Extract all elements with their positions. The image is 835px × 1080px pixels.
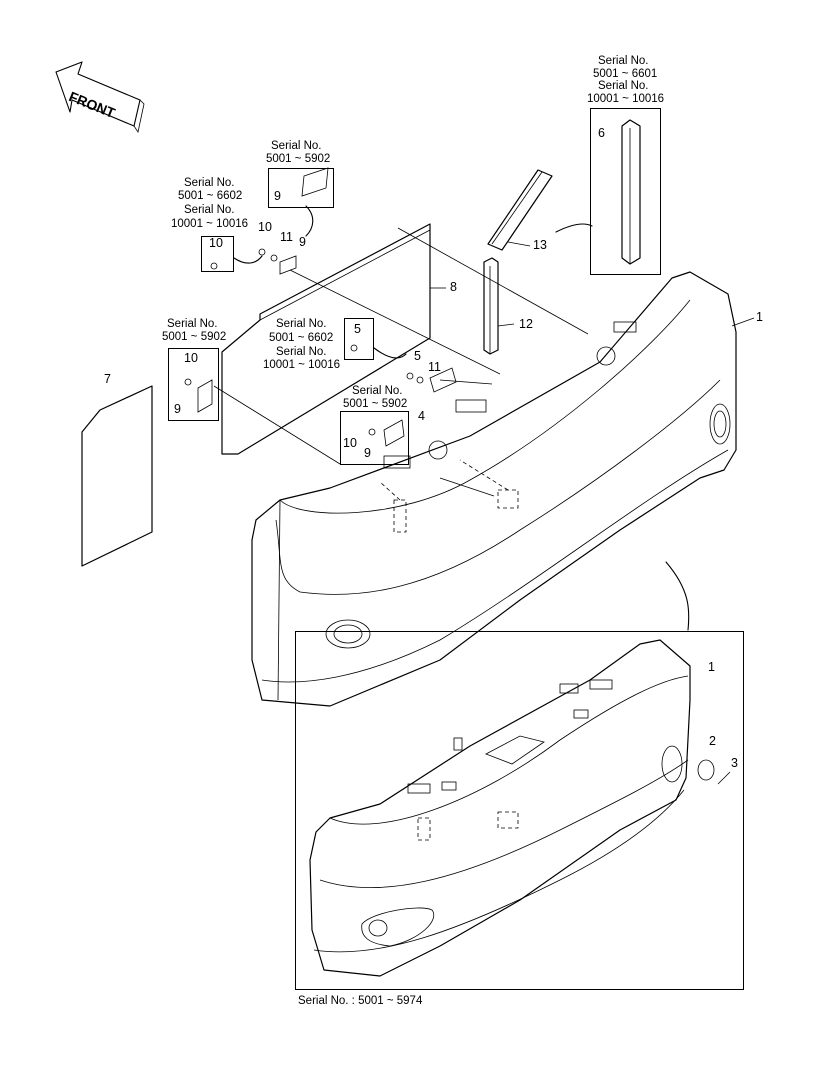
- leader-line-top: [289, 269, 501, 375]
- callout-10-mid: 10: [343, 436, 357, 450]
- serial-box-mid: [340, 411, 409, 465]
- serial-item9-line2: 5001 ~ 5902: [266, 153, 331, 165]
- bracket-hardware-top: [184, 167, 457, 447]
- serial-item6-line1: Serial No.: [598, 55, 649, 67]
- serial-box-item9-top: [268, 168, 334, 208]
- part-6-bar: [621, 119, 641, 265]
- leader-line-13: [507, 241, 531, 247]
- serial-item5-line2: 5001 ~ 6602: [269, 332, 334, 344]
- serial-item5-line1: Serial No.: [276, 318, 327, 330]
- callout-9-mid: 9: [364, 446, 371, 460]
- callout-6: 6: [598, 126, 605, 140]
- serial-item6-line3: Serial No.: [598, 80, 649, 92]
- callout-11-top: 11: [280, 230, 293, 244]
- serial-item6-line4: 10001 ~ 10016: [587, 93, 665, 105]
- callout-5-box: 5: [354, 322, 361, 336]
- serial-item10-line3: Serial No.: [184, 204, 235, 216]
- callout-10-top: 10: [258, 220, 272, 234]
- callout-10-left: 10: [184, 351, 198, 365]
- serial-mid-line2: 5001 ~ 5902: [343, 398, 408, 410]
- serial-box-left: [168, 348, 219, 421]
- leader-line-plate: [397, 227, 589, 335]
- serial-mid-line1: Serial No.: [352, 385, 403, 397]
- callout-1-inset: 1: [708, 660, 715, 674]
- serial-box-item6: [590, 108, 661, 275]
- dash-line-a: [379, 481, 401, 501]
- serial-left-line2: 5001 ~ 5902: [162, 331, 227, 343]
- inset-frame: [295, 631, 744, 990]
- serial-item10-line1: Serial No.: [184, 177, 235, 189]
- callout-10-top-box: 10: [209, 236, 223, 250]
- leader-line-mid: [439, 477, 495, 497]
- callout-4: 4: [418, 409, 425, 423]
- leader-arrow-5: [373, 347, 407, 359]
- part-7-side-plate: [81, 385, 153, 567]
- part-8-weight-plate: [221, 223, 431, 455]
- serial-inset: Serial No. : 5001 ~ 5974: [298, 995, 423, 1007]
- leader-line-11: [439, 379, 493, 385]
- leader-arrow-10: [233, 255, 263, 264]
- callout-12: 12: [519, 317, 533, 331]
- serial-box-item5: [344, 318, 374, 360]
- serial-item9-line1: Serial No.: [271, 140, 322, 152]
- serial-item6-line2: 5001 ~ 6601: [593, 68, 658, 80]
- leader-line-left: [213, 385, 341, 465]
- serial-item10-line4: 10001 ~ 10016: [171, 218, 249, 230]
- callout-9-left: 9: [174, 402, 181, 416]
- callout-9-top: 9: [299, 235, 306, 249]
- leader-line-1: [731, 317, 755, 327]
- serial-item10-line2: 5001 ~ 6602: [178, 190, 243, 202]
- part-12-bar: [483, 257, 499, 355]
- callout-7: 7: [104, 372, 111, 386]
- serial-box-item10-top: [201, 236, 234, 272]
- callout-13: 13: [533, 238, 547, 252]
- leader-arrow-6: [555, 223, 593, 233]
- callout-11: 11: [428, 360, 441, 374]
- part-13-bar: [487, 169, 553, 251]
- callout-9-top-box: 9: [274, 189, 281, 203]
- callout-1: 1: [756, 310, 763, 324]
- callout-8: 8: [450, 280, 457, 294]
- serial-item5-line4: 10001 ~ 10016: [263, 359, 341, 371]
- leader-arrow-9: [305, 205, 314, 237]
- callout-3: 3: [731, 756, 738, 770]
- leader-arrow-inset: [665, 561, 690, 631]
- leader-line-12: [497, 323, 515, 327]
- serial-left-line1: Serial No.: [167, 318, 218, 330]
- front-arrow-icon: [55, 61, 145, 134]
- serial-item5-line3: Serial No.: [276, 346, 327, 358]
- inset-counterweight: [309, 639, 731, 977]
- dash-line-b: [459, 459, 509, 491]
- callout-2: 2: [709, 734, 716, 748]
- callout-5: 5: [414, 349, 421, 363]
